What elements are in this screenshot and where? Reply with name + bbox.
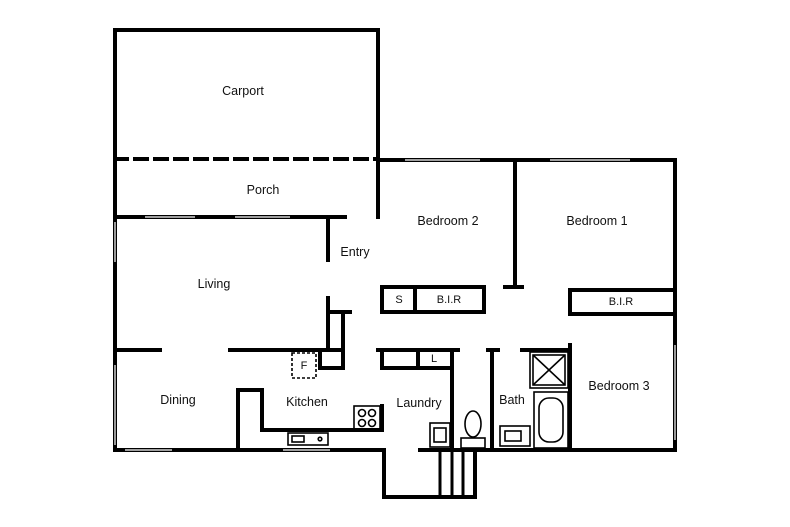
fridge-label: F: [300, 360, 308, 372]
shower: [529, 351, 569, 389]
bedroom3-label: Bedroom 3: [588, 379, 650, 393]
kitchen-sink: [287, 432, 329, 446]
bath-label: Bath: [499, 393, 525, 407]
cooktop: [353, 405, 381, 431]
laundry-label: Laundry: [396, 396, 442, 410]
entry-label: Entry: [340, 245, 370, 259]
bir-bed1-label: B.I.R: [608, 296, 634, 308]
storage-label: S: [395, 294, 403, 306]
bathtub: [533, 391, 569, 449]
laundry-tub: [429, 422, 451, 448]
bath-basin: [499, 425, 531, 447]
carport-label: Carport: [222, 84, 264, 98]
toilet-cistern: [460, 437, 486, 449]
bedroom1-label: Bedroom 1: [566, 214, 628, 228]
kitchen-label: Kitchen: [286, 395, 328, 409]
bedroom2-label: Bedroom 2: [417, 214, 479, 228]
fridge-box: [291, 352, 317, 379]
steps: [420, 448, 475, 497]
linen-label: L: [430, 353, 438, 365]
dining-label: Dining: [160, 393, 196, 407]
toilet-bowl: [464, 410, 482, 438]
porch-label: Porch: [246, 183, 280, 197]
living-label: Living: [197, 277, 231, 291]
bir-bed2-label: B.I.R: [436, 294, 462, 306]
